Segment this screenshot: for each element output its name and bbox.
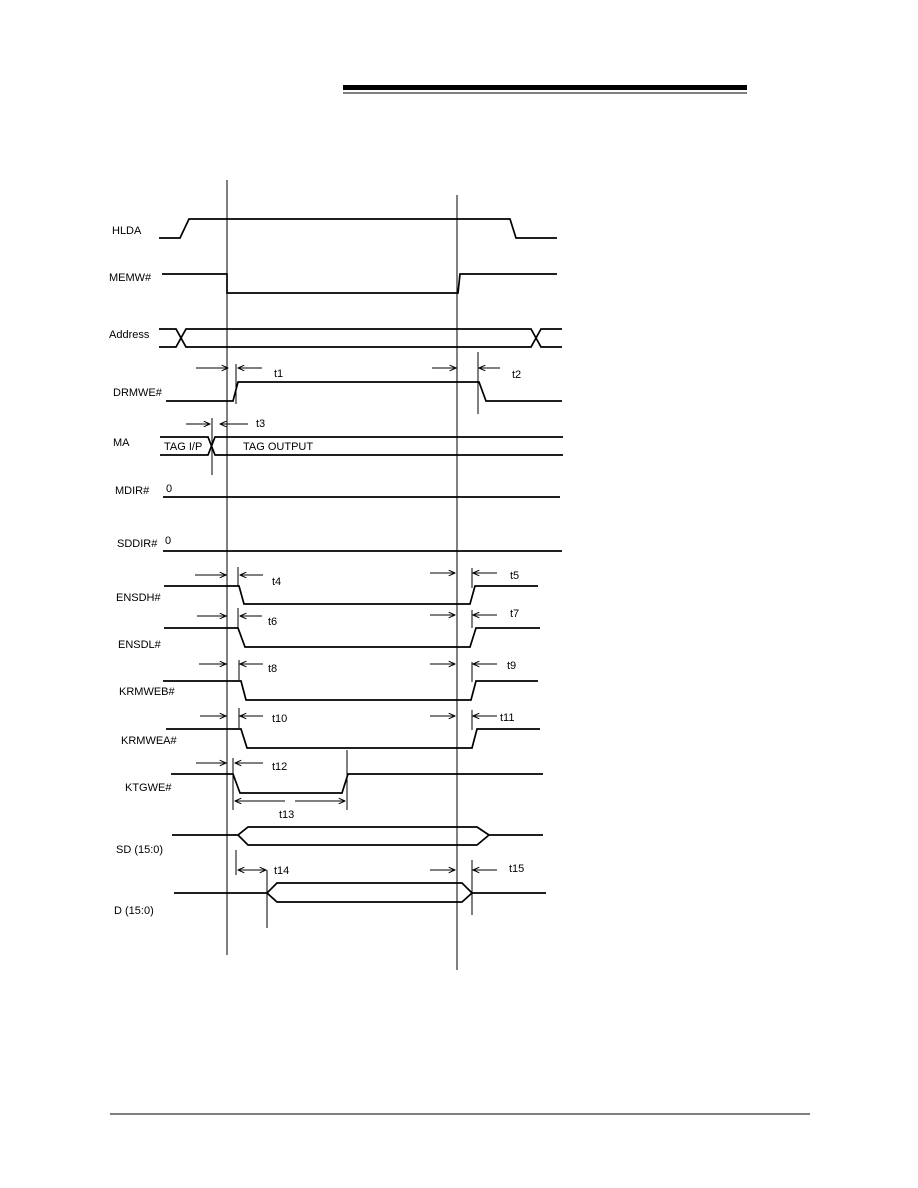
timing-markers bbox=[211, 352, 479, 928]
waveform-memw bbox=[162, 273, 557, 294]
signal-label-ensdh: ENSDH# bbox=[116, 592, 162, 604]
signal-label-sd: SD (15:0) bbox=[116, 844, 163, 856]
waveform-krmwea bbox=[166, 728, 540, 749]
timing-label-t8: t8 bbox=[268, 663, 277, 675]
timing-label-t3: t3 bbox=[256, 418, 265, 430]
timing-label-t9: t9 bbox=[507, 660, 516, 672]
timing-label-t10: t10 bbox=[272, 713, 287, 725]
waveform-ensdl bbox=[164, 627, 540, 648]
timing-arrows bbox=[186, 368, 500, 870]
timing-label-t11: t11 bbox=[500, 712, 514, 724]
timing-label-t14: t14 bbox=[274, 865, 289, 877]
header-rule bbox=[343, 85, 747, 94]
waveform-address bbox=[159, 328, 562, 348]
timing-label-t6: t6 bbox=[268, 616, 277, 628]
signal-label-drmwe: DRMWE# bbox=[113, 387, 163, 399]
timing-label-t5: t5 bbox=[510, 570, 519, 582]
ma-tag-output-label: TAG OUTPUT bbox=[243, 441, 313, 453]
timing-label-t2: t2 bbox=[512, 369, 521, 381]
signal-label-mdir: MDIR# bbox=[115, 485, 150, 497]
waveform-ktgwe bbox=[171, 773, 543, 794]
waveform-krmweb bbox=[163, 680, 538, 701]
signal-label-ktgwe: KTGWE# bbox=[125, 782, 172, 794]
timing-label-t12: t12 bbox=[272, 761, 287, 773]
waveform-ensdh bbox=[164, 585, 538, 605]
waveform-sd bbox=[172, 826, 543, 846]
signal-label-memw: MEMW# bbox=[109, 272, 152, 284]
signal-label-krmweb: KRMWEB# bbox=[119, 686, 176, 698]
timing-label-t1: t1 bbox=[274, 368, 283, 380]
ma-tag-input-label: TAG I/P bbox=[164, 441, 202, 453]
timing-label-t13: t13 bbox=[279, 809, 294, 821]
waveform-drmwe bbox=[166, 381, 562, 402]
sddir-level-label: 0 bbox=[165, 535, 171, 547]
waveform-ma bbox=[160, 436, 563, 456]
waveform-d bbox=[174, 882, 546, 903]
waveform-hlda bbox=[159, 218, 557, 239]
signal-label-ensdl: ENSDL# bbox=[118, 639, 162, 651]
signal-label-ma: MA bbox=[113, 437, 130, 449]
signal-label-hlda: HLDA bbox=[112, 225, 142, 237]
signal-label-d: D (15:0) bbox=[114, 905, 154, 917]
timing-label-t4: t4 bbox=[272, 576, 281, 588]
signal-label-sddir: SDDIR# bbox=[117, 538, 158, 550]
signal-label-krmwea: KRMWEA# bbox=[121, 735, 178, 747]
mdir-level-label: 0 bbox=[166, 483, 172, 495]
timing-label-t15: t15 bbox=[509, 863, 524, 875]
signal-label-address: Address bbox=[109, 329, 150, 341]
timing-label-t7: t7 bbox=[510, 608, 519, 620]
